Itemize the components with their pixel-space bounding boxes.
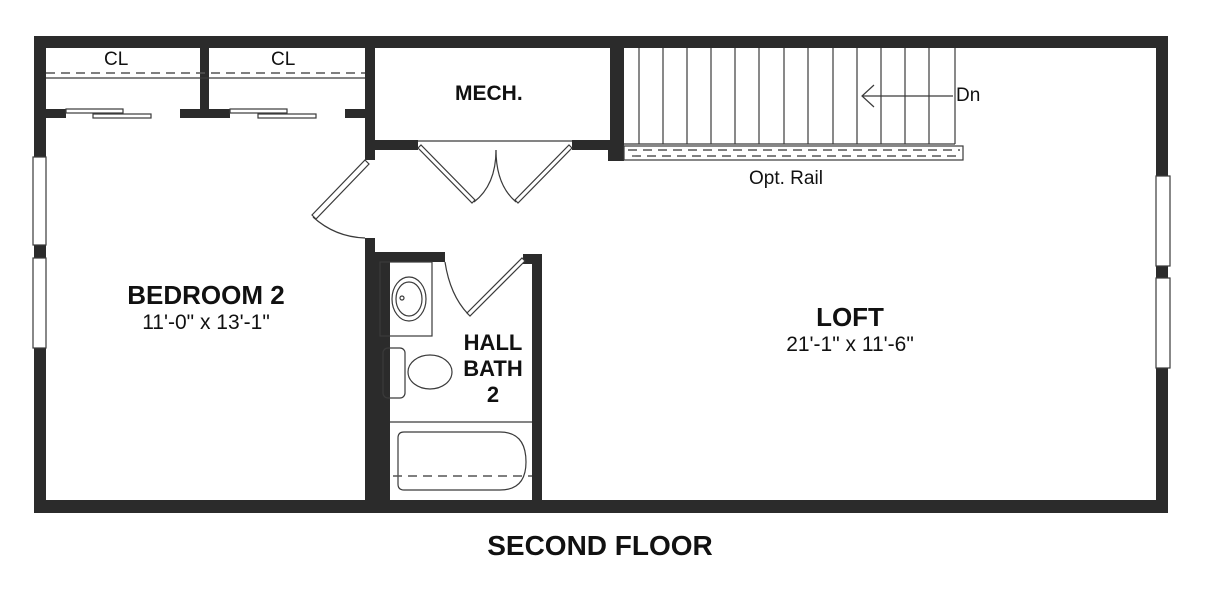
closet-label-2: CL <box>271 49 296 70</box>
loft-label: LOFT 21'-1" x 11'-6" <box>740 302 960 357</box>
bathtub-icon <box>390 421 532 491</box>
floor-title: SECOND FLOOR <box>487 530 713 561</box>
bedroom-name: BEDROOM 2 <box>127 280 285 310</box>
interior-walls <box>365 48 624 513</box>
bedroom-door <box>311 159 370 239</box>
stairs <box>623 48 964 161</box>
toilet-icon <box>382 347 453 399</box>
bedroom-label: BEDROOM 2 11'-0" x 13'-1" <box>100 280 312 335</box>
mech-doors <box>417 144 573 204</box>
mech-label: MECH. <box>455 82 523 105</box>
stair-treads <box>638 48 930 144</box>
optional-rail <box>623 145 964 161</box>
down-arrow-icon <box>861 84 953 108</box>
sink-icon <box>379 261 433 337</box>
bath-label: HALL BATH 2 <box>455 330 531 408</box>
windows <box>32 156 1171 369</box>
closets <box>46 48 365 119</box>
closet-label-1: CL <box>104 49 129 70</box>
loft-dimensions: 21'-1" x 11'-6" <box>786 333 914 356</box>
loft-name: LOFT <box>816 302 884 332</box>
bedroom-dimensions: 11'-0" x 13'-1" <box>142 311 270 334</box>
bath-line-1: HALL <box>463 330 523 355</box>
bath-line-2: BATH <box>463 356 523 381</box>
bath-fixtures <box>379 257 532 491</box>
stairs-down-label: Dn <box>956 85 981 106</box>
bath-line-3: 2 <box>486 382 500 407</box>
bath-door <box>444 257 526 317</box>
rail-label: Opt. Rail <box>749 168 823 189</box>
outer-walls <box>34 36 1168 513</box>
